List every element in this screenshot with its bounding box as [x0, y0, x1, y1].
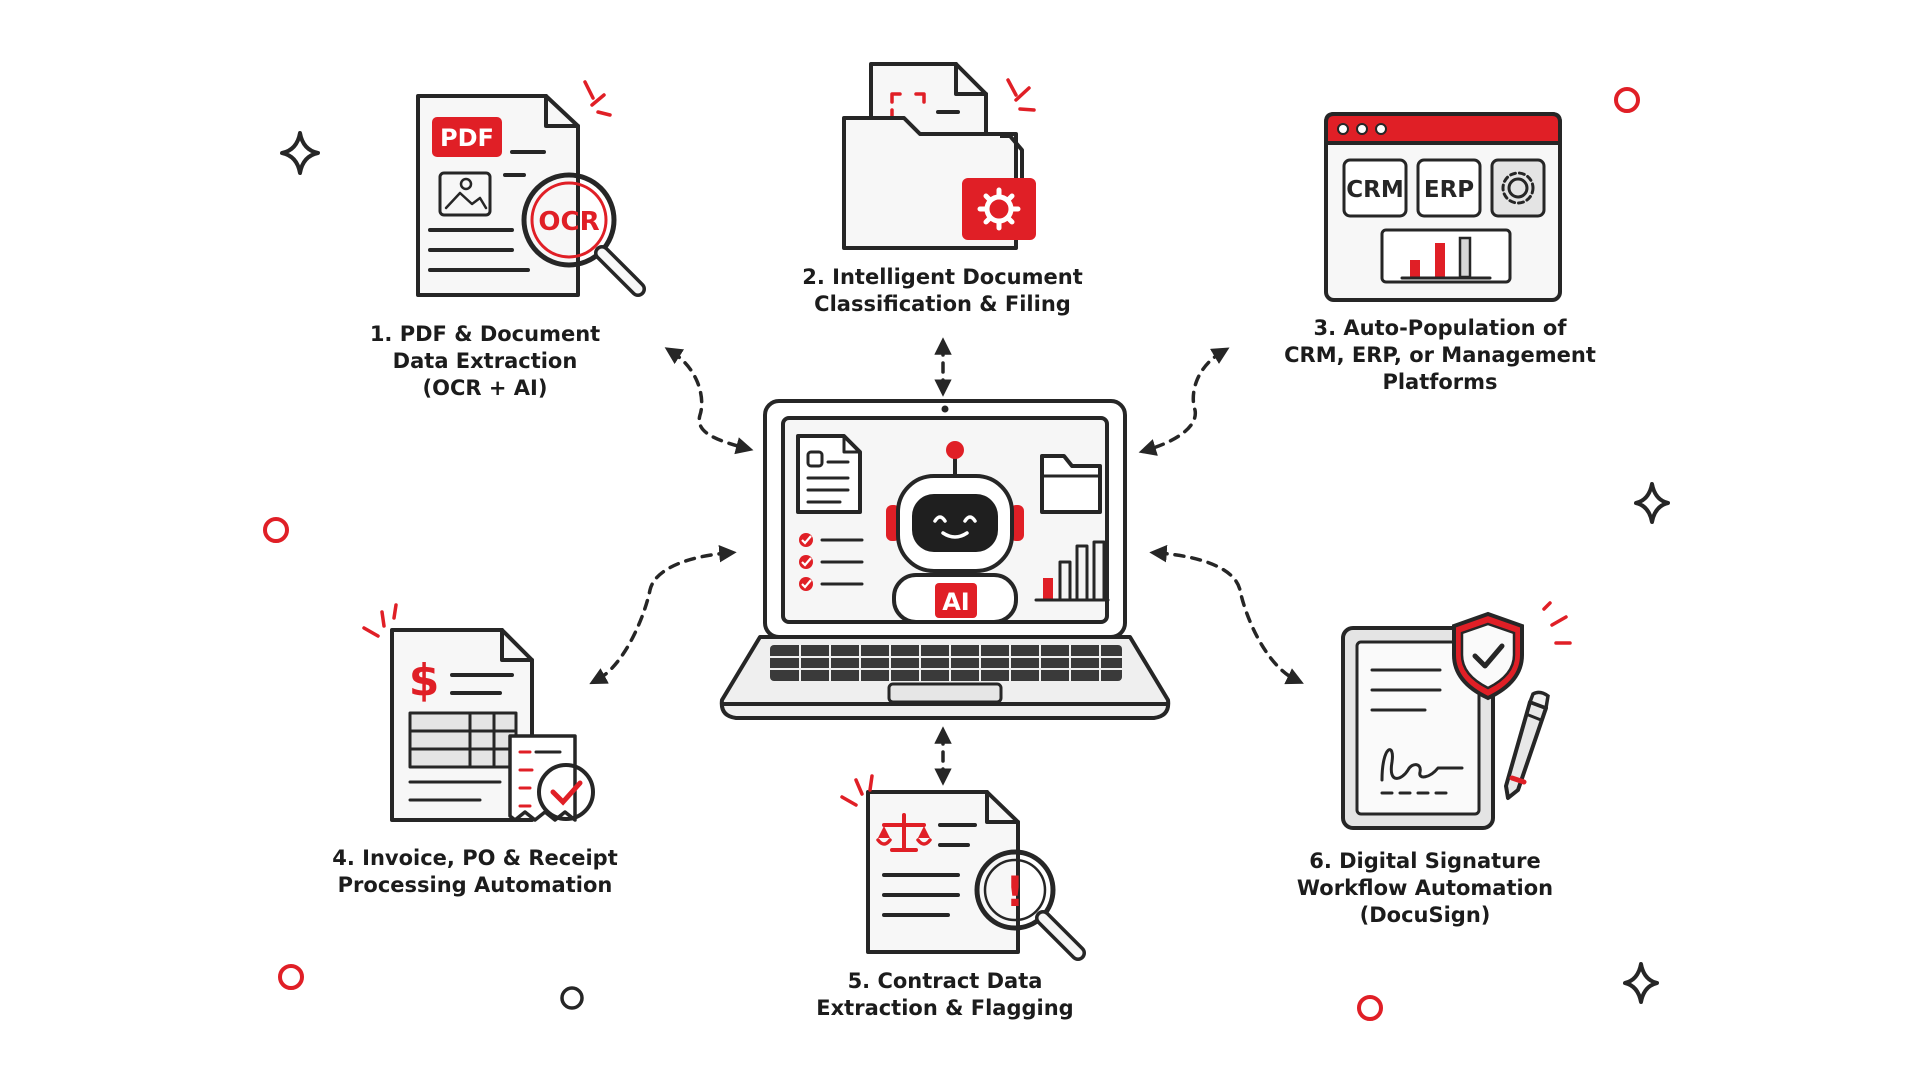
node-label-contract: 5. Contract Data Extraction & Flagging [816, 969, 1074, 1020]
ring-icon [1614, 87, 1640, 113]
pdf-label: PDF [440, 124, 494, 152]
erp-label: ERP [1424, 177, 1474, 203]
node-label-signature: 6. Digital Signature Workflow Automation… [1296, 849, 1554, 927]
contract-icon: ! [840, 774, 1086, 961]
folder-classification-icon [842, 62, 1036, 250]
node-label-auto-population: 3. Auto-Population of CRM, ERP, or Manag… [1284, 316, 1596, 394]
connectors [589, 337, 1304, 786]
node-label-invoice: 4. Invoice, PO & Receipt Processing Auto… [332, 846, 618, 897]
node-label-pdf-extraction: 1. PDF & Document Data Extraction (OCR +… [369, 322, 601, 400]
connector-3 [1138, 347, 1230, 456]
document-icon [796, 434, 862, 514]
ring-icon [560, 986, 584, 1010]
ring-icon [263, 517, 289, 543]
shield-check-icon [1452, 611, 1524, 701]
ocr-label: OCR [538, 207, 599, 237]
scales-icon [876, 813, 932, 852]
connector-1 [664, 347, 754, 455]
sparkle-icon [280, 131, 320, 175]
node-label-classification: 2. Intelligent Document Classification &… [802, 265, 1083, 316]
crm-label: CRM [1346, 177, 1403, 203]
connector-4 [589, 544, 737, 685]
ring-icon [1357, 995, 1383, 1021]
bar-chart-icon [1034, 540, 1110, 602]
invoice-icon: $ [362, 603, 595, 822]
sparkle-icon [1623, 962, 1659, 1004]
connector-6 [1149, 544, 1304, 685]
ai-badge: AI [942, 588, 970, 616]
ring-icon [278, 964, 304, 990]
pen-icon [1504, 690, 1550, 800]
decorations [263, 87, 1670, 1021]
pdf-ocr-icon: PDF OCR [416, 80, 646, 297]
alert-mark: ! [1005, 867, 1024, 916]
folder-icon [1040, 454, 1102, 514]
checklist-icon [799, 533, 864, 591]
laptop-illustration: AI [719, 399, 1171, 720]
dollar-sign: $ [409, 655, 440, 706]
signature-tablet-icon [1341, 601, 1572, 830]
robot-icon: AI [886, 441, 1024, 624]
sparkle-icon [1634, 482, 1670, 524]
platform-window-icon: CRM ERP [1324, 112, 1562, 302]
